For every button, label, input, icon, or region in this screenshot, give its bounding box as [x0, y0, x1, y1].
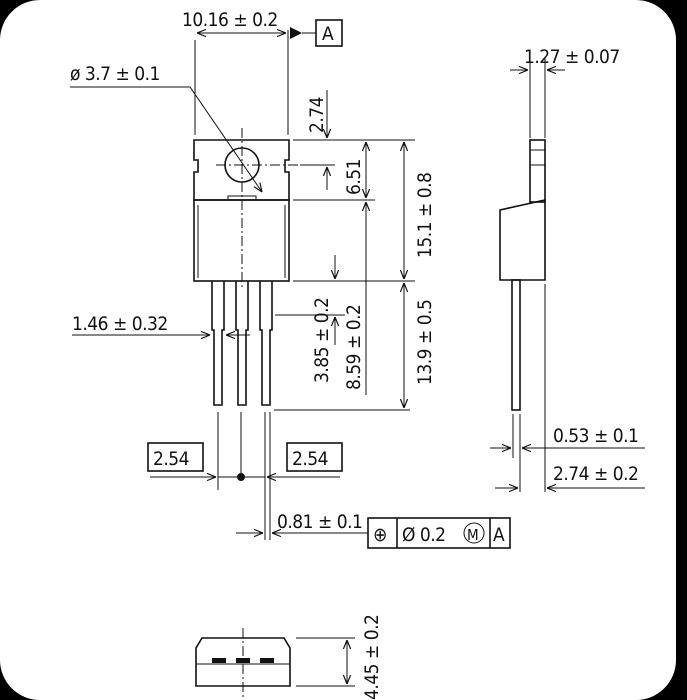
dim-hole-offset: 2.74: [306, 97, 328, 133]
dim-lead-width-wide: 1.46 ± 0.32: [72, 313, 168, 335]
tolerance-value: Ø 0.2: [402, 524, 446, 546]
dim-lead-wide: 8.59 ± 0.2: [343, 305, 365, 390]
dim-tab-thickness: 1.27 ± 0.07: [524, 46, 620, 68]
dim-body-height: 15.1 ± 0.8: [414, 173, 436, 258]
dim-pitch-left: 2.54: [153, 448, 189, 470]
dim-width: 10.16 ± 0.2: [182, 9, 278, 31]
dim-lead-length: 13.9 ± 0.5: [414, 300, 436, 385]
datum-a-label: A: [322, 23, 334, 45]
tolerance-frame: ⊕ Ø 0.2 M A: [367, 517, 511, 549]
dim-package-thickness: 4.45 ± 0.2: [361, 615, 383, 700]
dim-hole-diameter: ø 3.7 ± 0.1: [70, 63, 160, 85]
dim-lead-shoulder: 3.85 ± 0.2: [311, 298, 333, 383]
bottom-view: [195, 628, 291, 700]
leads: [211, 281, 273, 406]
dim-lead-thickness: 0.53 ± 0.1: [553, 425, 638, 447]
dim-tab-height: 6.51: [343, 159, 365, 195]
dim-lead-width: 0.81 ± 0.1: [277, 511, 362, 533]
dim-pitch-right: 2.54: [292, 448, 328, 470]
tolerance-datum: A: [493, 524, 505, 546]
side-view: [499, 139, 546, 411]
front-view: [193, 128, 300, 406]
position-tolerance-icon: ⊕: [373, 524, 387, 546]
dim-lead-offset: 2.74 ± 0.2: [553, 463, 638, 485]
mmc-modifier: M: [467, 526, 478, 544]
